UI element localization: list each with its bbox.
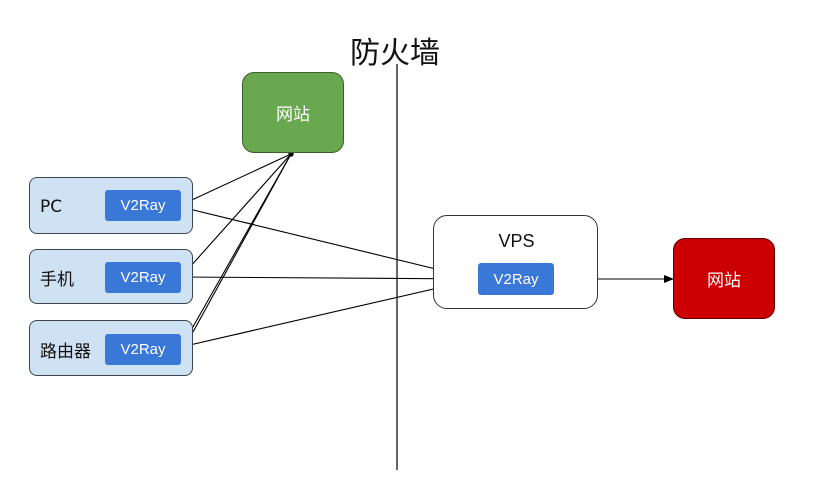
client-router-v2ray-tag: V2Ray (105, 334, 181, 365)
vps-node: VPS V2Ray (433, 215, 598, 309)
target-site-label: 网站 (707, 271, 741, 291)
client-pc-node: PC V2Ray (29, 177, 193, 234)
direct-site-label: 网站 (276, 105, 310, 125)
target-site-node: 网站 (673, 238, 775, 319)
edge-router-to-vps (180, 277, 478, 348)
client-phone-label: 手机 (40, 270, 74, 290)
client-phone-node: 手机 V2Ray (29, 249, 193, 304)
edge-pc-box-to-direct-site (192, 153, 292, 333)
vps-v2ray-tag: V2Ray (478, 263, 554, 295)
client-phone-v2ray-tag: V2Ray (105, 262, 181, 293)
direct-site-node: 网站 (242, 72, 344, 153)
edge-phone-to-direct-site (180, 151, 294, 278)
client-router-node: 路由器 V2Ray (29, 320, 193, 376)
edge-phone-to-vps (180, 274, 478, 283)
edge-pc-to-vps (180, 206, 478, 281)
client-pc-v2ray-tag: V2Ray (105, 190, 181, 221)
client-pc-label: PC (40, 196, 63, 217)
edge-pc-to-direct-site (180, 151, 294, 206)
vps-label: VPS (498, 230, 535, 251)
firewall-title: 防火墙 (350, 36, 440, 71)
client-router-label: 路由器 (40, 341, 91, 362)
